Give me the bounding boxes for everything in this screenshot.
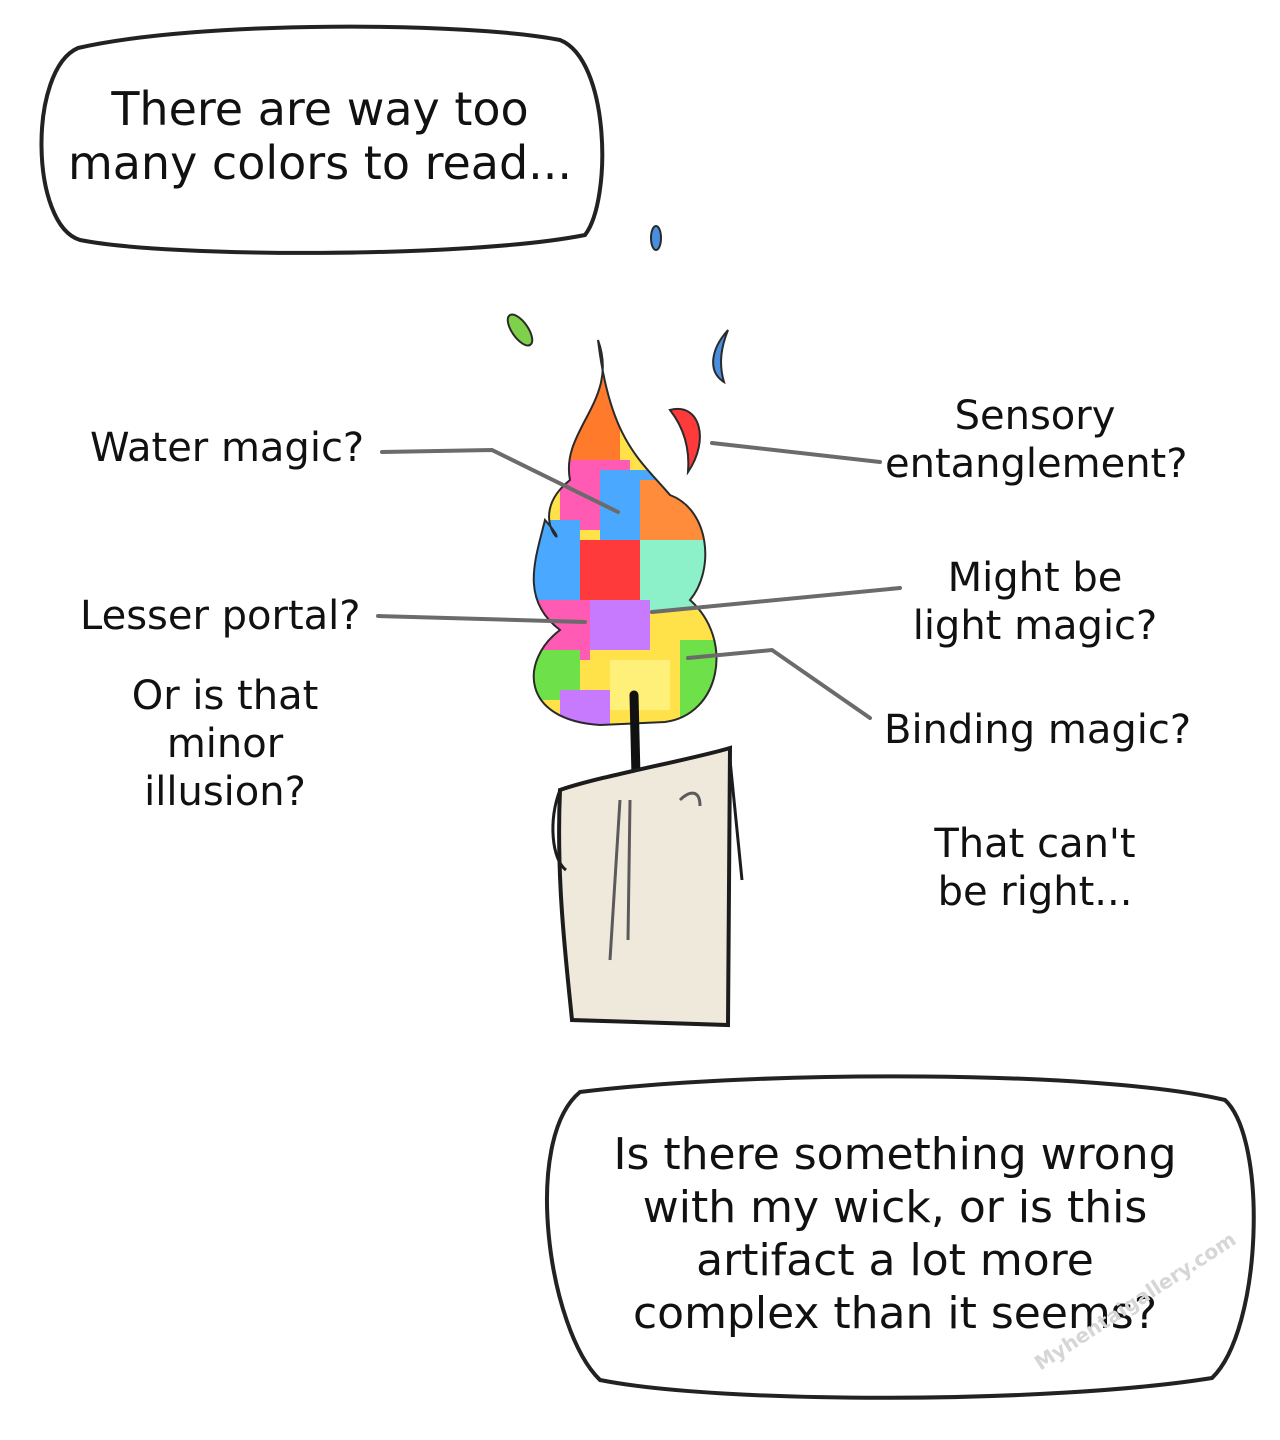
label-binding-magic: Binding magic? xyxy=(884,707,1192,753)
label-cant-be-right: That can't be right... xyxy=(934,821,1136,915)
candle xyxy=(557,745,733,1028)
rainbow-flame xyxy=(533,340,717,725)
pointer-water-magic xyxy=(380,447,620,514)
wax-drip-right xyxy=(728,759,744,881)
pointer-binding-magic xyxy=(686,647,872,720)
wax-drip-left xyxy=(551,789,568,872)
pointer-lesser-portal xyxy=(376,614,587,624)
label-lesser-portal: Lesser portal? xyxy=(80,593,361,639)
label-sensory-entanglement: Sensory entanglement? xyxy=(885,393,1188,487)
blue-droplet-top xyxy=(650,225,662,251)
pointer-light-magic xyxy=(650,586,902,614)
green-droplet xyxy=(506,313,534,347)
pointer-sensory xyxy=(710,441,882,464)
wick xyxy=(629,690,641,781)
top-bubble-text: There are way too many colors to read... xyxy=(67,82,573,190)
label-water-magic: Water magic? xyxy=(90,425,365,471)
red-droplet xyxy=(668,407,701,476)
wax-drip-inner xyxy=(608,791,702,961)
label-minor-illusion: Or is that minor illusion? xyxy=(131,673,319,815)
top-speech-bubble xyxy=(39,24,605,255)
bottom-speech-bubble xyxy=(545,1074,1256,1400)
label-light-magic: Might be light magic? xyxy=(912,555,1158,649)
bottom-bubble-text: Is there something wrong with my wick, o… xyxy=(613,1129,1177,1339)
blue-droplet xyxy=(712,329,729,385)
flame-outline xyxy=(532,339,718,727)
